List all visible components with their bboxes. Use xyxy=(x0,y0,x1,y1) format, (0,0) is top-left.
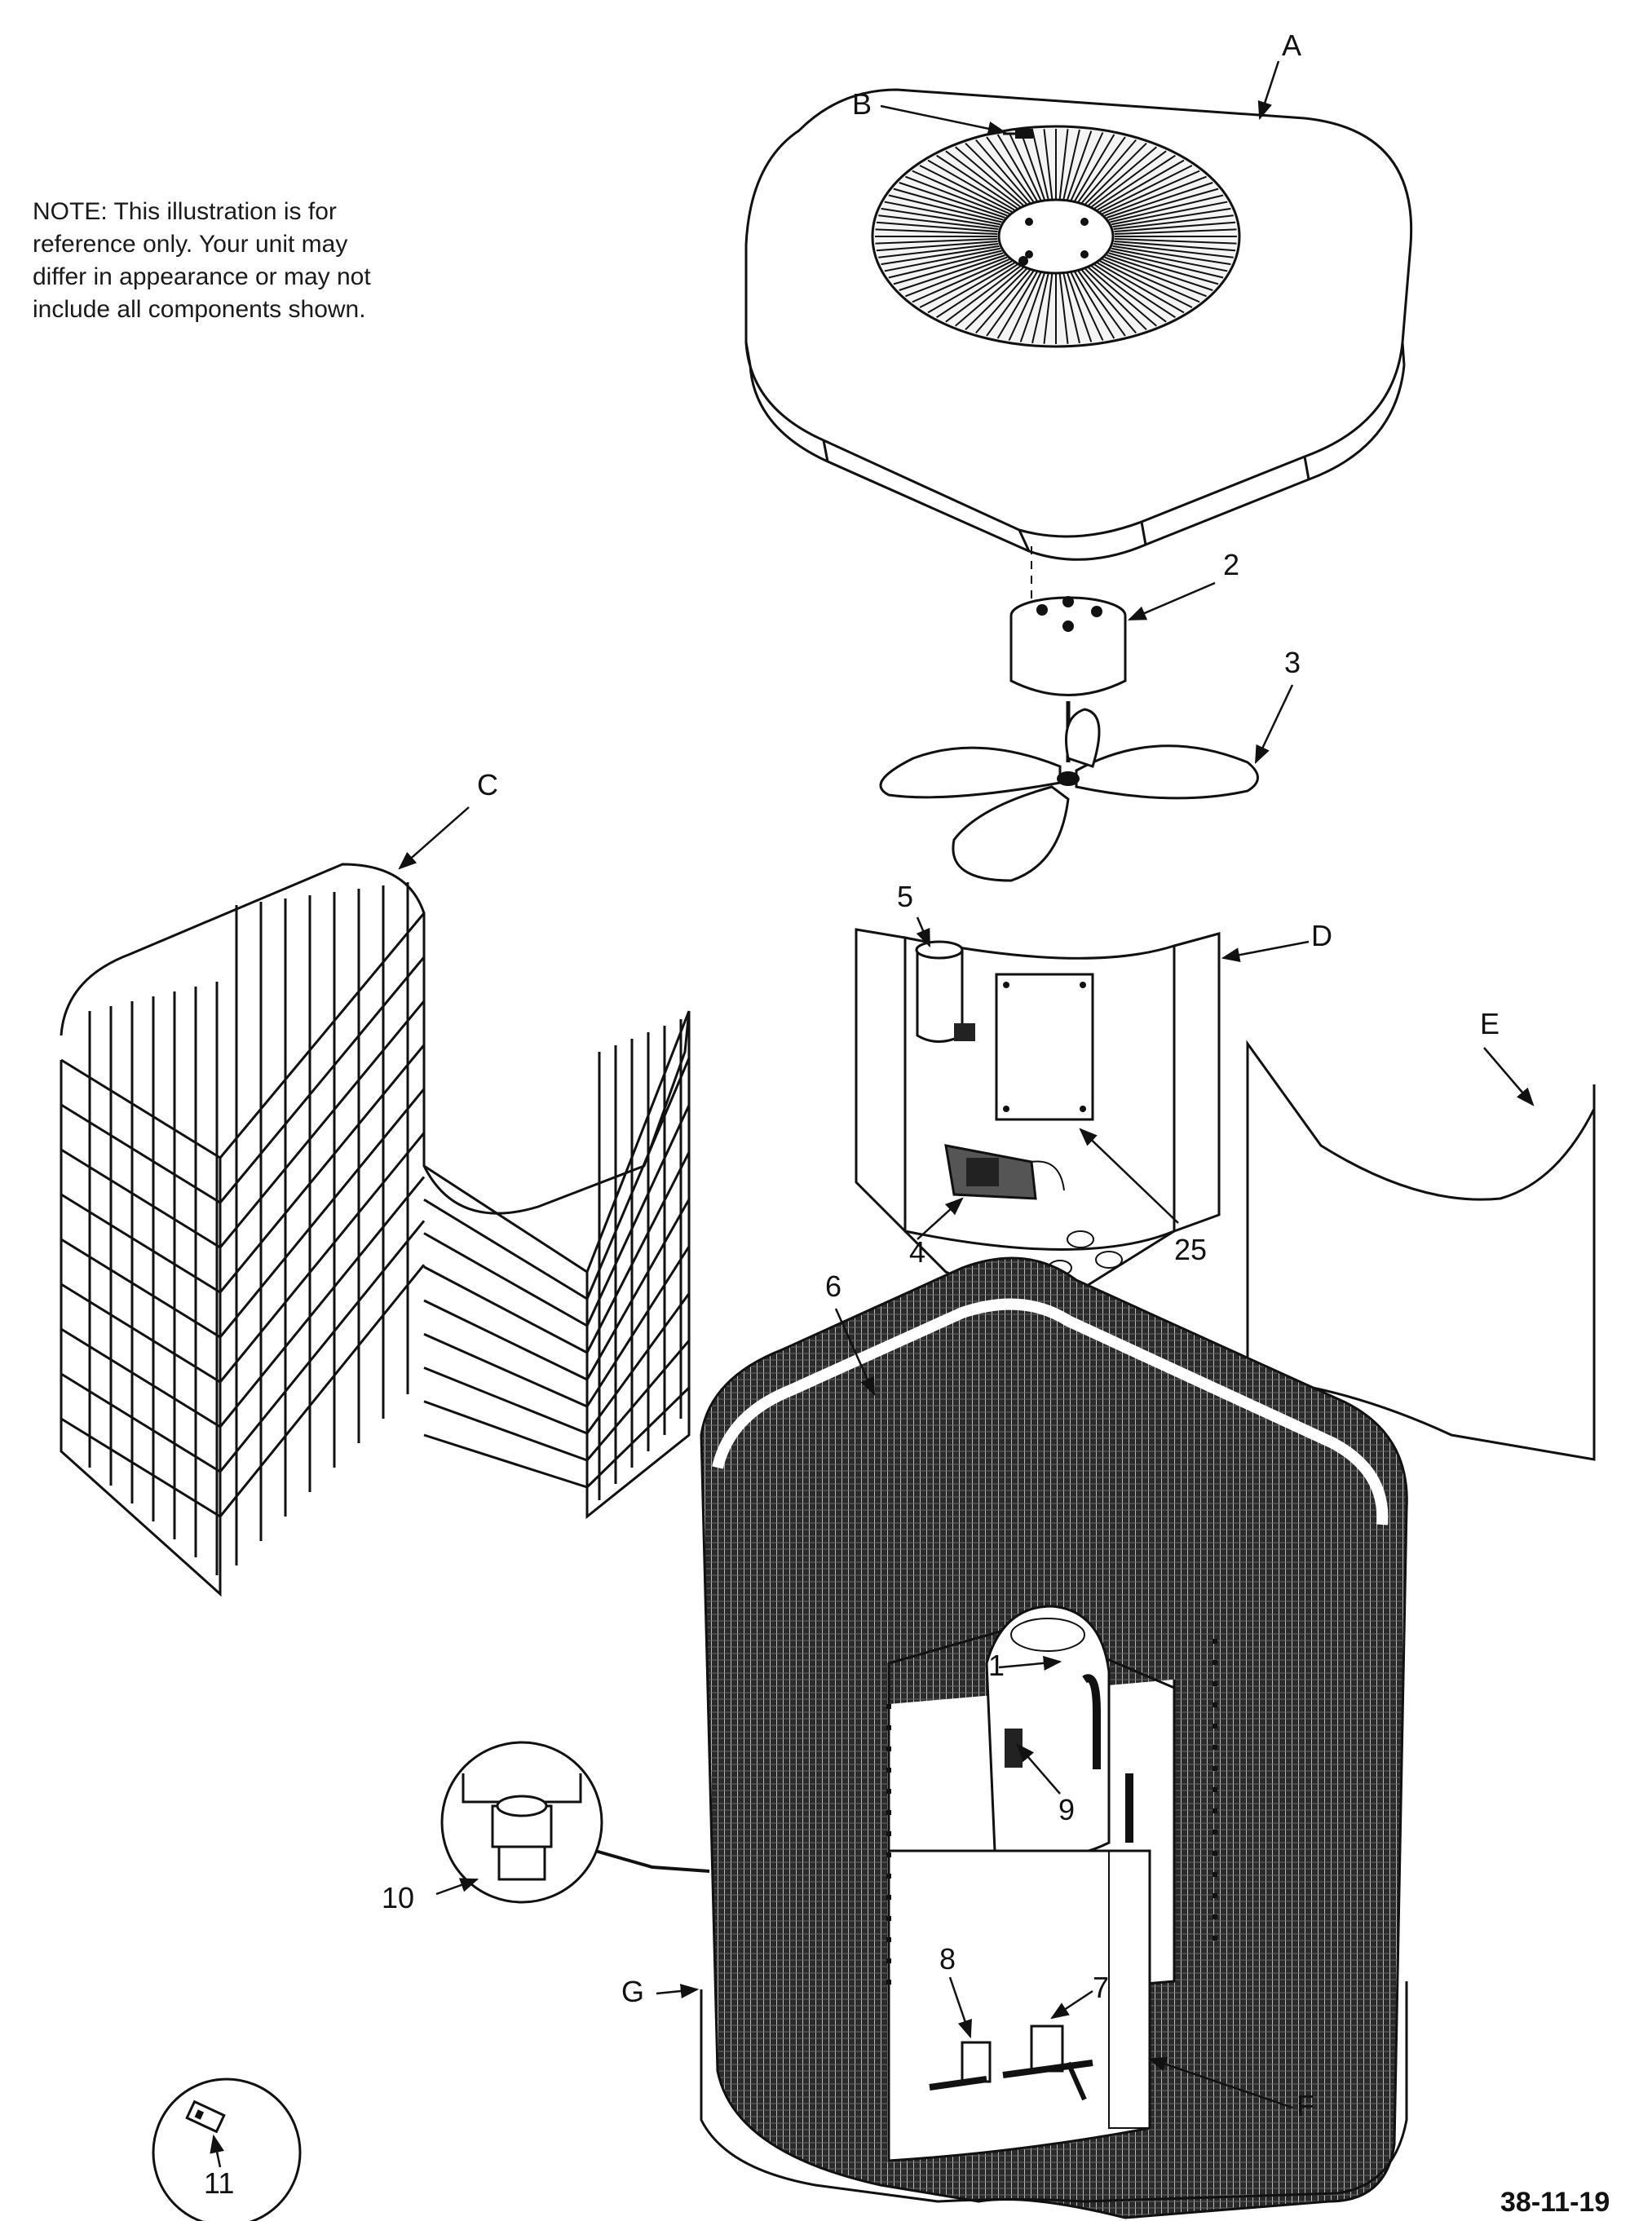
fan-grille xyxy=(875,129,1237,344)
callout-25: 25 xyxy=(1174,1233,1207,1266)
side-panel xyxy=(1246,1040,1596,1461)
note-line-2: reference only. Your unit may xyxy=(33,231,348,258)
callout-labels: A B 2 3 C 5 D E 4 25 6 1 9 10 G 8 7 F 11… xyxy=(204,29,1610,2218)
callout-1: 1 xyxy=(988,1649,1005,1682)
callout-f: F xyxy=(1296,2089,1314,2122)
callout-g: G xyxy=(621,1975,644,2008)
callout-7: 7 xyxy=(1093,1971,1109,2004)
callout-c: C xyxy=(477,768,498,801)
detail-circle-10 xyxy=(440,1741,710,1904)
wire-guard xyxy=(60,863,691,1597)
leader-lines xyxy=(210,60,1535,2168)
callout-4: 4 xyxy=(909,1235,925,1269)
callout-6: 6 xyxy=(825,1269,841,1303)
callout-11: 11 xyxy=(204,2166,234,2200)
note-line-4: include all components shown. xyxy=(33,296,366,323)
callout-8: 8 xyxy=(939,1942,956,1976)
note-line-3: differ in appearance or may not xyxy=(33,263,371,290)
callout-d: D xyxy=(1311,919,1332,952)
callout-9: 9 xyxy=(1058,1793,1075,1826)
figure-id: 38-11-19 xyxy=(1500,2187,1610,2218)
top-panel xyxy=(744,88,1413,561)
fan-blade xyxy=(879,708,1259,882)
reference-note: NOTE: This illustration is for reference… xyxy=(33,196,489,326)
callout-a: A xyxy=(1282,29,1301,62)
callout-b: B xyxy=(852,87,872,121)
callout-5: 5 xyxy=(897,880,913,913)
callout-e: E xyxy=(1480,1007,1500,1040)
callout-10: 10 xyxy=(382,1881,414,1914)
note-line-1: NOTE: This illustration is for xyxy=(33,198,337,225)
callout-3: 3 xyxy=(1284,646,1301,679)
fan-motor xyxy=(1009,596,1127,762)
condenser-cabinet xyxy=(700,1256,1408,2219)
detail-circle-11 xyxy=(152,2077,302,2221)
callout-2: 2 xyxy=(1223,548,1239,581)
